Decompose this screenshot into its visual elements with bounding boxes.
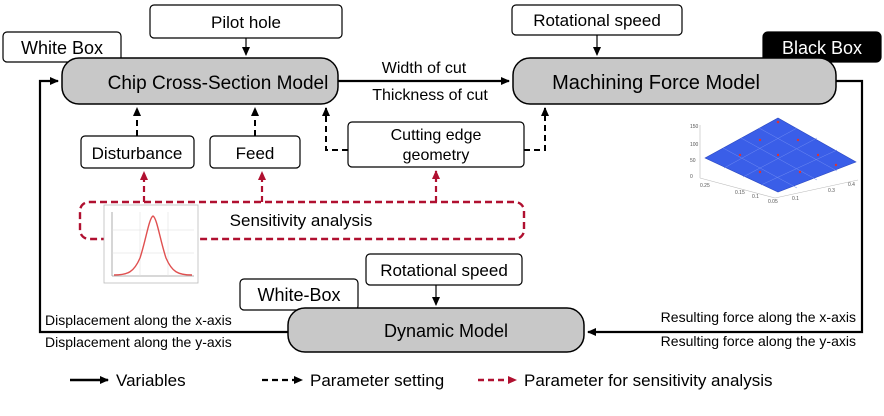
legend-sensitivity-label: Parameter for sensitivity analysis: [524, 371, 772, 390]
sensitivity-label: Sensitivity analysis: [230, 211, 373, 230]
sensitivity-arrows: [140, 170, 440, 202]
svg-text:0.1: 0.1: [752, 194, 759, 200]
white-box-tag-label: White Box: [21, 38, 103, 58]
force-y-label: Resulting force along the y-axis: [661, 333, 856, 349]
displacement-feedback-arrow: [38, 77, 288, 334]
chip-model-label: Chip Cross-Section Model: [108, 73, 329, 94]
feed-label: Feed: [236, 144, 275, 163]
legend: Variables Parameter setting Parameter fo…: [70, 371, 772, 390]
dynamic-model: Dynamic Model: [287, 307, 585, 353]
chip-cross-section-model: Chip Cross-Section Model: [61, 57, 339, 105]
thickness-of-cut-label: Thickness of cut: [372, 87, 488, 104]
disturbance-label: Disturbance: [92, 144, 183, 163]
svg-text:0.1: 0.1: [792, 196, 799, 202]
svg-text:150: 150: [690, 124, 699, 130]
force-x-label: Resulting force along the x-axis: [661, 309, 856, 325]
svg-text:0.25: 0.25: [700, 183, 710, 189]
cutting-edge-label-line1: Cutting edge: [391, 127, 482, 144]
parameter-setting-arrows: [133, 107, 549, 151]
svg-text:0.3: 0.3: [828, 188, 835, 194]
feed-box: Feed: [209, 135, 301, 169]
svg-text:100: 100: [690, 142, 699, 148]
white-box-tag-2-label: White-Box: [257, 285, 340, 305]
svg-text:0.4: 0.4: [848, 182, 855, 188]
edge-to-force-arrow: [524, 107, 549, 151]
input-arrows: [242, 35, 601, 306]
gaussian-curve: [113, 215, 193, 276]
machining-force-model: Machining Force Model: [512, 57, 837, 105]
rotational-speed-bottom-label: Rotational speed: [380, 261, 508, 280]
edge-to-chip-arrow: [322, 107, 348, 151]
black-box-tag-label: Black Box: [782, 38, 862, 58]
gaussian-plot-thumbnail: [103, 204, 199, 284]
svg-text:50: 50: [690, 158, 696, 164]
white-box-tag-2: White-Box: [239, 278, 359, 311]
variable-arrows: [38, 77, 864, 336]
legend-variables-label: Variables: [116, 371, 186, 390]
rotational-speed-top-label: Rotational speed: [533, 11, 661, 30]
force-feedback-arrow: [587, 79, 864, 336]
rotational-speed-top-box: Rotational speed: [511, 4, 683, 36]
cutting-edge-label-line2: geometry: [403, 147, 470, 164]
pilot-hole-box: Pilot hole: [149, 4, 343, 39]
svg-text:0.15: 0.15: [735, 190, 745, 196]
legend-parameter-setting-label: Parameter setting: [310, 371, 444, 390]
disturbance-box: Disturbance: [80, 135, 195, 169]
cutting-edge-geometry-box: Cutting edge geometry: [347, 121, 525, 168]
surface-plot-thumbnail: 150 100 50 0 0.25 0.15 0.1 0.05 0.1 0.3 …: [690, 117, 859, 205]
displacement-x-label: Displacement along the x-axis: [45, 312, 232, 328]
svg-text:0: 0: [690, 174, 693, 180]
dynamic-model-label: Dynamic Model: [384, 321, 508, 341]
svg-text:0.05: 0.05: [768, 199, 778, 205]
displacement-y-label: Displacement along the y-axis: [45, 334, 232, 350]
width-of-cut-label: Width of cut: [382, 60, 467, 77]
pilot-hole-label: Pilot hole: [211, 13, 281, 32]
white-box-tag: White Box: [2, 31, 122, 63]
machining-model-label: Machining Force Model: [552, 72, 760, 94]
rotational-speed-bottom-box: Rotational speed: [365, 253, 523, 286]
